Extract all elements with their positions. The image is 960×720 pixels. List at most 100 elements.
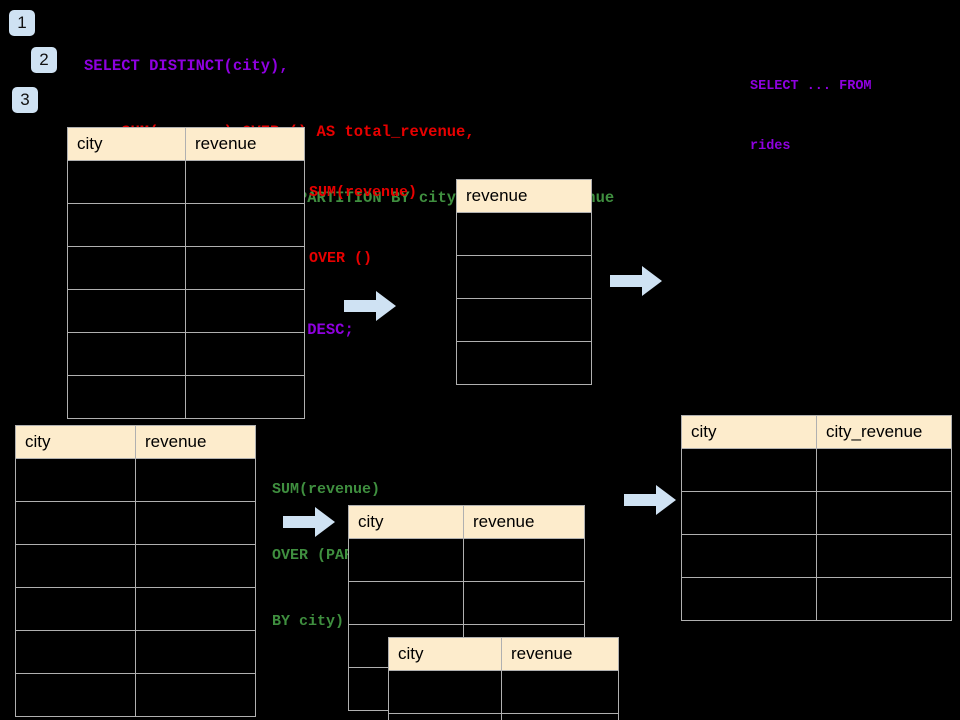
cell-revenue [185,332,305,376]
cell-city [67,289,186,333]
table-row [67,375,305,419]
cell-city [348,538,464,582]
arrow-source-to-partition-icon [283,507,335,537]
cell-revenue [185,246,305,290]
cell-city [681,448,817,492]
cell-revenue [135,501,256,545]
cell-city [67,375,186,419]
column-header-city-revenue: city_revenue [816,415,952,449]
annotation-over-empty: SUM(revenue) OVER () [309,138,417,314]
table-header-row: revenue [456,179,592,213]
table-header-row: city revenue [348,505,585,539]
column-header-city: city [348,505,464,539]
table-row [15,501,256,545]
table-row [456,212,592,256]
table-header-row: city city_revenue [681,415,952,449]
cell-revenue [135,544,256,588]
annotation-over-empty-line-1: SUM(revenue) [309,184,418,201]
table-row [388,670,619,714]
cell-revenue [463,581,585,625]
table-row [681,577,952,621]
side-note-line-1: SELECT ... FROM [750,79,872,94]
table-header-row: city revenue [67,127,305,161]
table-row [15,630,256,674]
cell-city [681,491,817,535]
table-row [681,448,952,492]
column-header-revenue: revenue [456,179,592,213]
side-note-line-2: rides [750,139,791,154]
cell-revenue [135,673,256,717]
cell-revenue [185,203,305,247]
annotation-over-partition-line-3: BY city) [272,613,345,630]
cell-city [67,332,186,376]
cell-revenue [456,341,592,385]
cell-city [348,581,464,625]
cell-city [15,544,136,588]
cell-city-revenue [816,448,952,492]
cell-revenue [135,587,256,631]
cell-city [67,160,186,204]
cell-city [67,246,186,290]
cell-city [15,673,136,717]
table-row [15,544,256,588]
table-row [348,581,585,625]
table-partition-group-b: city revenue [388,637,619,720]
table-row [681,491,952,535]
table-row [456,255,592,299]
cell-city-revenue [816,534,952,578]
table-row [681,534,952,578]
table-total-revenue: revenue [456,179,592,385]
column-header-city: city [388,637,502,671]
table-row [67,332,305,376]
column-header-city: city [15,425,136,459]
side-note-select-from: SELECT ... FROM rides [750,37,872,197]
cell-city-revenue [816,491,952,535]
table-rides-source-top: city revenue [67,127,305,419]
sql-line-select: SELECT DISTINCT(city), [84,57,289,75]
cell-city [15,630,136,674]
cell-revenue [185,375,305,419]
table-row [67,289,305,333]
table-city-revenue-result: city city_revenue [681,415,952,621]
column-header-revenue: revenue [501,637,619,671]
arrow-source-to-total-icon [344,291,396,321]
table-row [67,160,305,204]
cell-revenue [456,255,592,299]
cell-revenue [135,630,256,674]
cell-revenue [456,212,592,256]
annotation-over-partition-line-1: SUM(revenue) [272,481,381,498]
table-row [456,298,592,342]
cell-revenue [501,713,619,720]
table-row [15,587,256,631]
table-row [348,538,585,582]
cell-city [15,458,136,502]
cell-revenue [185,289,305,333]
cell-city [67,203,186,247]
column-header-revenue: revenue [135,425,256,459]
cell-city [388,713,502,720]
table-row [456,341,592,385]
step-badge-1: 1 [9,10,35,36]
table-row [67,246,305,290]
table-rides-source-bottom: city revenue [15,425,256,717]
table-header-row: city revenue [15,425,256,459]
step-badge-2: 2 [31,47,57,73]
annotation-over-empty-line-2: OVER () [309,250,373,267]
arrow-total-to-result-icon [610,266,662,296]
cell-city-revenue [816,577,952,621]
cell-city [15,587,136,631]
cell-city [15,501,136,545]
cell-revenue [185,160,305,204]
cell-revenue [501,670,619,714]
cell-revenue [456,298,592,342]
arrow-partition-to-result-icon [624,485,676,515]
column-header-city: city [67,127,186,161]
step-badge-3: 3 [12,87,38,113]
column-header-revenue: revenue [185,127,305,161]
cell-city [388,670,502,714]
table-row [15,458,256,502]
cell-city [681,577,817,621]
cell-revenue [463,538,585,582]
table-row [67,203,305,247]
